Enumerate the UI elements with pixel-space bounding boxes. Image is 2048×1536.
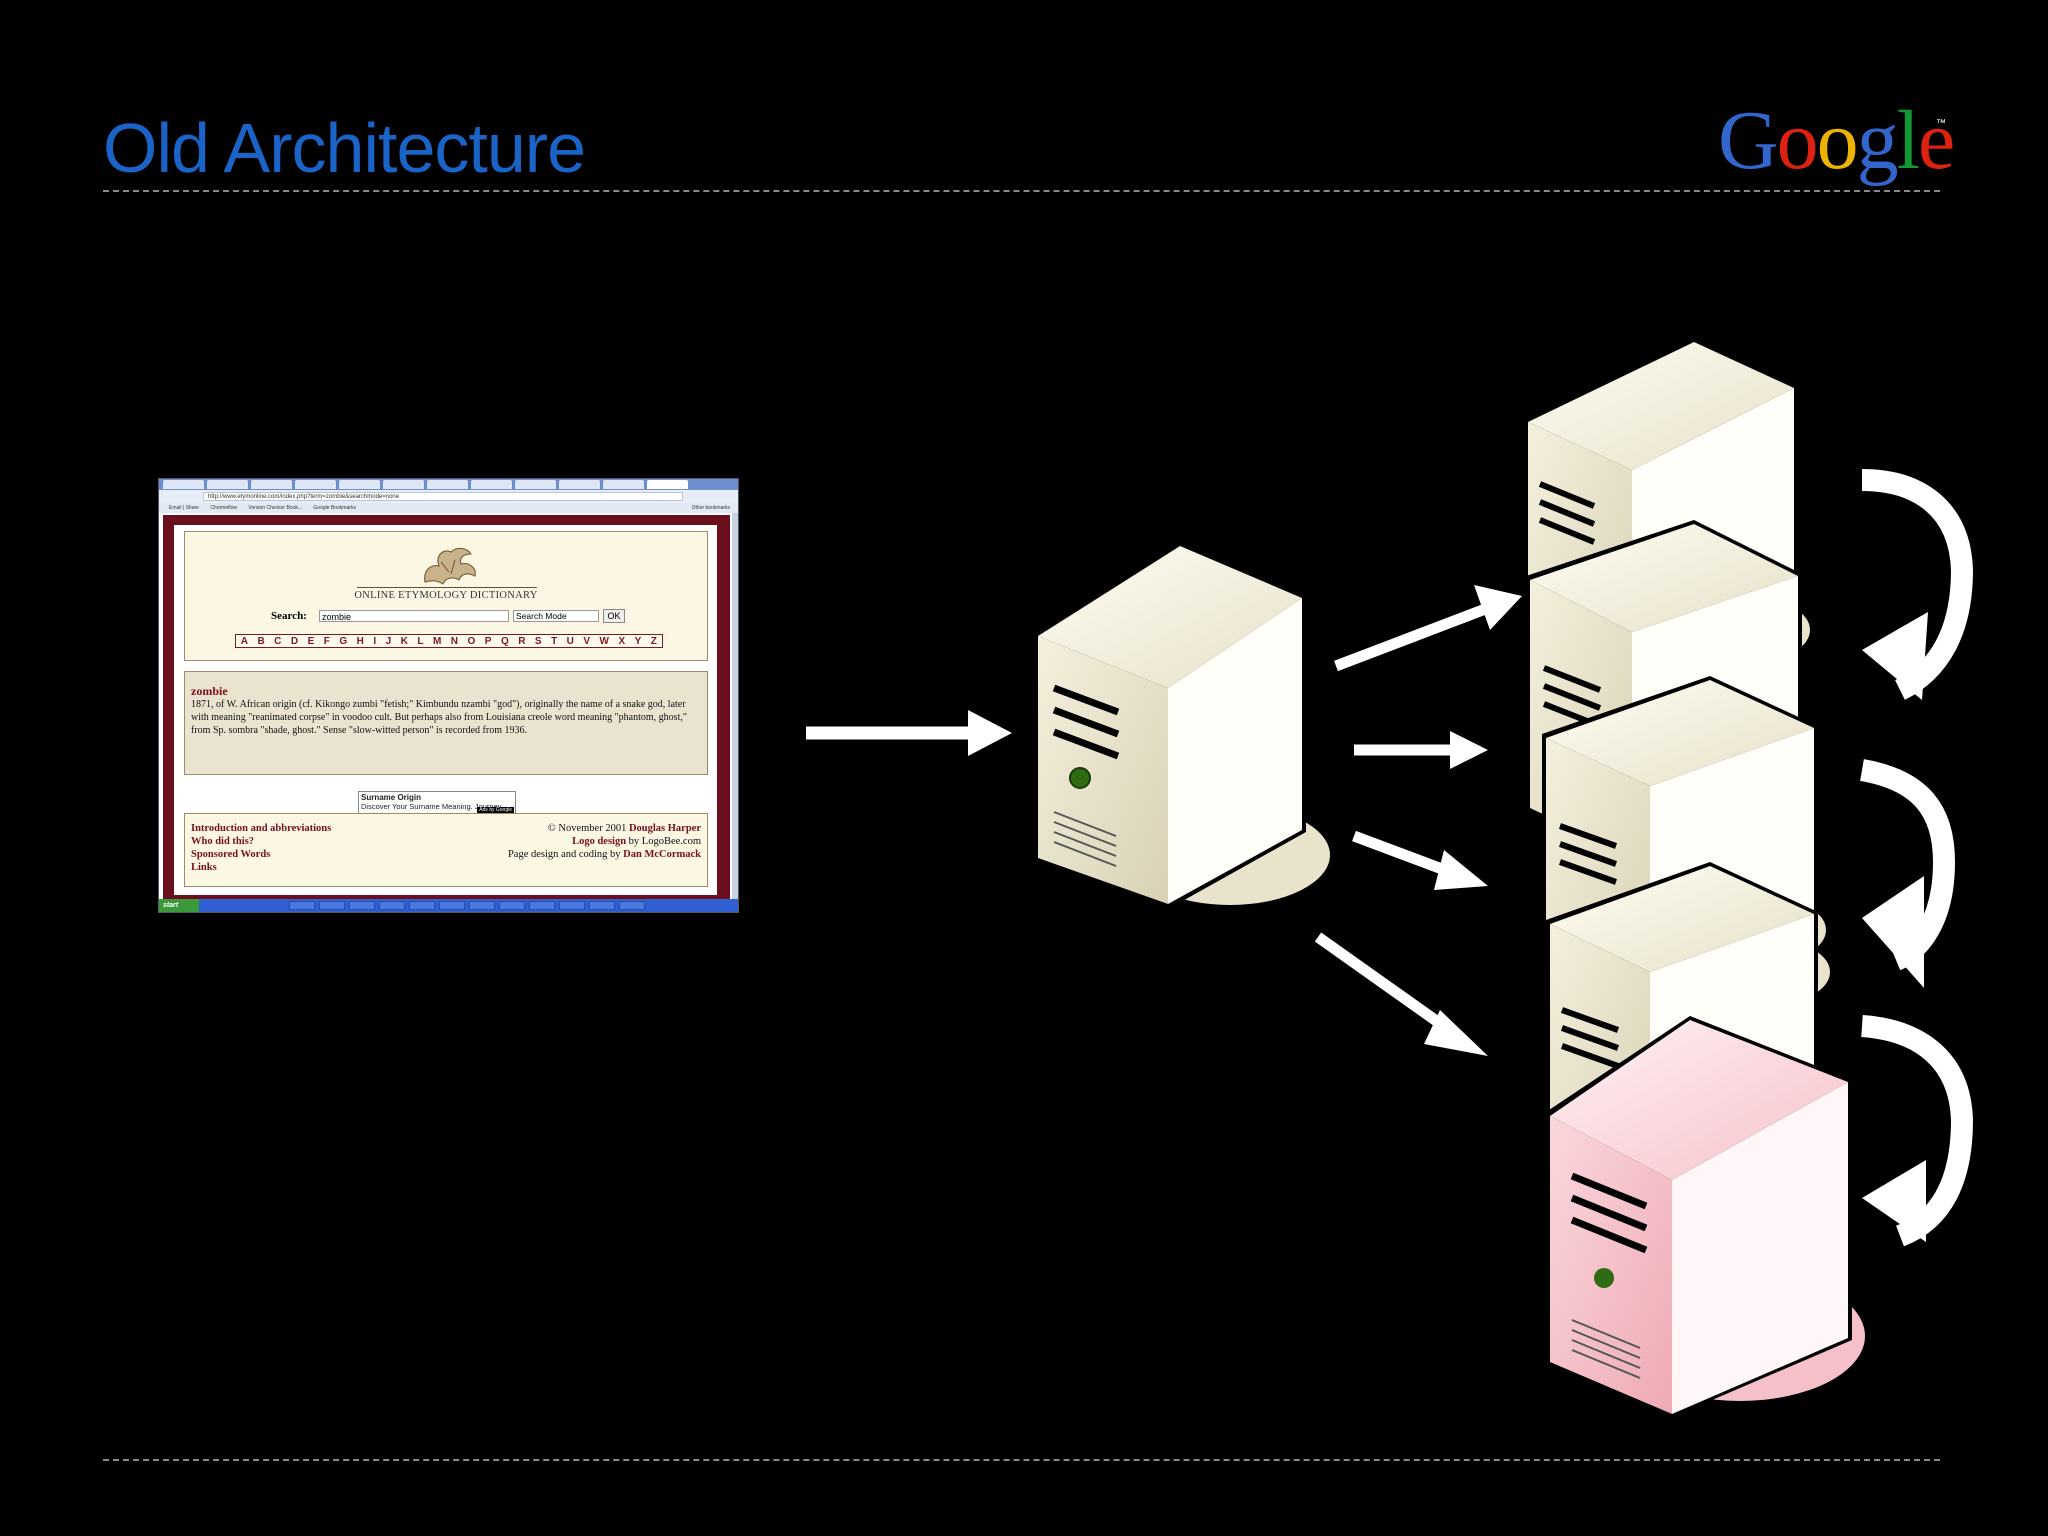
credit-text: by LogoBee.com: [626, 836, 701, 847]
start-button: start: [159, 899, 199, 912]
page-content: ONLINE ETYMOLOGY DICTIONARY Search: zomb…: [174, 525, 717, 895]
bookmark-item: Version Checker Book...: [248, 505, 303, 511]
alphabet-letter-link[interactable]: H: [356, 635, 364, 647]
server-icon-failed: [1546, 1016, 1865, 1418]
alphabet-letter-link[interactable]: J: [385, 635, 392, 647]
alphabet-letter-link[interactable]: T: [551, 635, 558, 647]
browser-screenshot: http://www.etymonline.com/index.php?term…: [158, 478, 739, 913]
bottom-divider: [103, 1459, 1940, 1461]
alphabet-letter-link[interactable]: S: [534, 635, 542, 647]
griffin-logo-icon: [424, 547, 476, 585]
retry-loop-arrow: [1861, 1015, 1974, 1247]
arrow-right: [1334, 585, 1522, 672]
bookmark-item: Other bookmarks: [691, 505, 730, 511]
entry-word: zombie: [191, 684, 228, 698]
alphabet-letter-link[interactable]: P: [484, 635, 492, 647]
alphabet-letter-link[interactable]: R: [518, 635, 526, 647]
alphabet-letter-link[interactable]: Z: [650, 635, 657, 647]
server-icon: [1036, 542, 1330, 908]
footer-credits: © November 2001 Douglas Harper Logo desi…: [508, 822, 701, 861]
slide-title: Old Architecture: [103, 109, 586, 187]
footer-links: Introduction and abbreviations Who did t…: [191, 822, 331, 874]
ok-button[interactable]: OK: [603, 609, 625, 623]
entry-panel: zombie 1871, of W. African origin (cf. K…: [184, 671, 708, 775]
alphabet-letter-link[interactable]: W: [599, 635, 609, 647]
arrow-right: [1352, 830, 1488, 890]
entry-definition: 1871, of W. African origin (cf. Kikongo …: [191, 699, 687, 736]
top-divider: [103, 190, 1940, 192]
address-bar: http://www.etymonline.com/index.php?term…: [203, 492, 683, 501]
alphabet-letter-link[interactable]: N: [450, 635, 459, 647]
alphabet-letter-link[interactable]: L: [417, 635, 424, 647]
logo-letter: e: [1918, 94, 1955, 187]
footer-link[interactable]: Introduction and abbreviations: [191, 823, 332, 834]
footer-link[interactable]: Who did this?: [191, 836, 255, 847]
logo-letter: g: [1856, 94, 1899, 187]
ad-badge: Ads by Google: [477, 807, 514, 813]
arrow-right: [806, 710, 1012, 756]
footer-link[interactable]: Sponsored Words: [191, 849, 271, 860]
alphabet-letter-link[interactable]: G: [339, 635, 348, 647]
alphabet-letter-link[interactable]: O: [467, 635, 476, 647]
alphabet-letter-link[interactable]: K: [400, 635, 408, 647]
credit-text: Page design and coding by: [507, 849, 624, 860]
alphabet-letter-link[interactable]: E: [307, 635, 315, 647]
bookmarks-bar: Email | Share Chromeflow Version Checker…: [159, 503, 738, 513]
search-mode-select[interactable]: Search Mode: [513, 610, 599, 622]
logo-letter: G: [1718, 94, 1779, 187]
search-panel: ONLINE ETYMOLOGY DICTIONARY Search: zomb…: [184, 531, 708, 661]
alphabet-letter-link[interactable]: I: [373, 635, 377, 647]
alphabet-letter-link[interactable]: F: [323, 635, 330, 647]
alphabet-letter-link[interactable]: M: [432, 635, 442, 647]
scrollbar: [732, 513, 738, 900]
dictionary-title: ONLINE ETYMOLOGY DICTIONARY: [354, 590, 538, 601]
logo-letter: l: [1896, 94, 1920, 187]
windows-taskbar: start: [159, 899, 738, 912]
alphabet-letter-link[interactable]: V: [583, 635, 591, 647]
search-label: Search:: [271, 610, 307, 622]
alphabet-letter-link[interactable]: A: [240, 635, 248, 647]
browser-tab-strip: [159, 479, 738, 490]
footer-panel: Introduction and abbreviations Who did t…: [184, 813, 708, 887]
page-frame: ONLINE ETYMOLOGY DICTIONARY Search: zomb…: [163, 515, 730, 899]
google-logo: Google: [1718, 92, 1955, 189]
alphabet-letter-link[interactable]: Y: [634, 635, 642, 647]
credit-link[interactable]: Douglas Harper: [628, 823, 701, 834]
arrow-right: [1354, 731, 1488, 769]
retry-loop-arrow: [1859, 759, 1956, 988]
logo-underline: [357, 587, 537, 588]
bookmark-item: Chromeflow: [210, 505, 237, 511]
alphabet-letter-link[interactable]: C: [274, 635, 282, 647]
logo-letter: o: [1776, 94, 1819, 187]
alphabet-letter-link[interactable]: Q: [500, 635, 509, 647]
alphabet-letter-link[interactable]: D: [290, 635, 299, 647]
bookmark-item: Google Bookmarks: [313, 505, 356, 511]
credit-link[interactable]: Logo design: [572, 836, 627, 847]
ad-title: Surname Origin: [361, 793, 422, 802]
retry-loop-arrow: [1861, 469, 1974, 700]
alphabet-letter-link[interactable]: X: [618, 635, 626, 647]
alphabet-letter-link[interactable]: U: [566, 635, 574, 647]
footer-link[interactable]: Links: [191, 862, 217, 873]
credit-text: © November 2001: [547, 823, 629, 834]
bookmark-item: Email | Share: [169, 505, 199, 511]
alphabet-letter-link[interactable]: B: [257, 635, 265, 647]
credit-link[interactable]: Dan McCormack: [623, 849, 701, 860]
search-input[interactable]: zombie: [319, 610, 509, 622]
logo-letter: o: [1816, 94, 1859, 187]
arrow-right: [1314, 932, 1488, 1056]
trademark-mark: ™: [1936, 118, 1946, 129]
